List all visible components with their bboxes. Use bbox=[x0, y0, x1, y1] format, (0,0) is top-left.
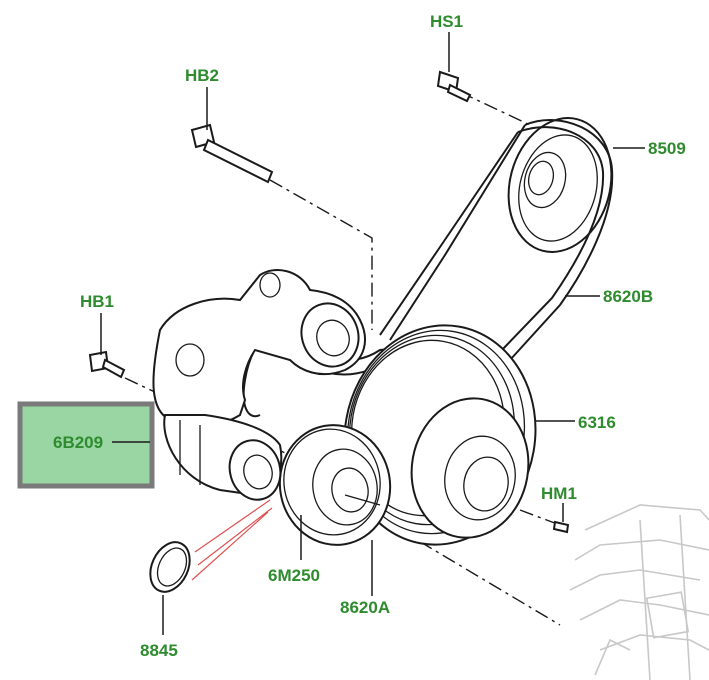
bolt-hs1[interactable] bbox=[436, 70, 472, 103]
label-hs1[interactable]: HS1 bbox=[430, 12, 463, 31]
label-8620a[interactable]: 8620A bbox=[340, 598, 390, 617]
bolt-hb1[interactable] bbox=[88, 350, 126, 379]
label-hb1[interactable]: HB1 bbox=[80, 292, 114, 311]
crank-pulley-6316[interactable] bbox=[327, 310, 552, 560]
bolt-hb2[interactable] bbox=[190, 123, 274, 184]
label-6316[interactable]: 6316 bbox=[578, 413, 616, 432]
tensioner-assembly-6b209[interactable] bbox=[152, 269, 367, 505]
label-6b209[interactable]: 6B209 bbox=[53, 433, 103, 452]
label-hb2[interactable]: HB2 bbox=[185, 66, 219, 85]
part-labels: HS1 HB2 8509 8620B HB1 6B209 6316 HM1 6M… bbox=[53, 12, 686, 660]
leader-lines bbox=[100, 32, 645, 635]
ghost-engine-component bbox=[569, 504, 709, 680]
drive-belt-8620b[interactable] bbox=[379, 119, 614, 361]
upper-pulley-8509[interactable] bbox=[494, 106, 626, 263]
highlight-box bbox=[17, 401, 155, 489]
idler-pulley-6m250[interactable] bbox=[270, 416, 399, 553]
label-8509[interactable]: 8509 bbox=[648, 139, 686, 158]
label-hm1[interactable]: HM1 bbox=[541, 484, 577, 503]
dowel-hm1[interactable] bbox=[552, 520, 570, 534]
cap-8845[interactable] bbox=[143, 499, 273, 598]
label-6m250[interactable]: 6M250 bbox=[268, 566, 320, 585]
label-8845[interactable]: 8845 bbox=[140, 641, 178, 660]
label-8620b[interactable]: 8620B bbox=[603, 287, 653, 306]
